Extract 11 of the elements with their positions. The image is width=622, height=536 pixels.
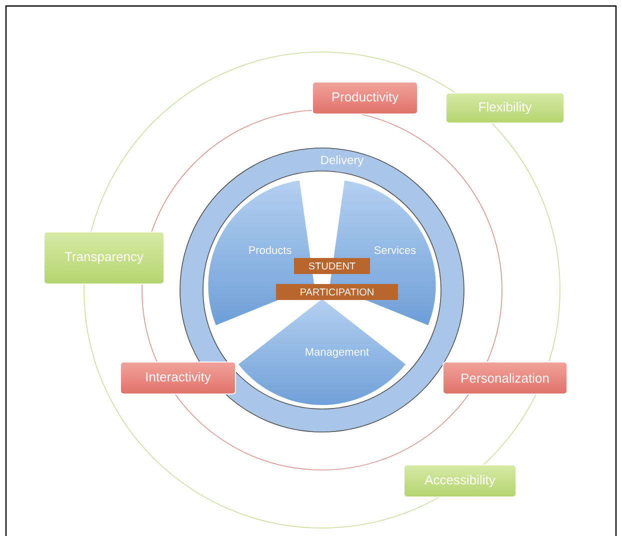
pie-sector: Products [249,246,292,254]
pie-sector: Management [306,348,370,358]
label-box: Interactivity [120,362,236,394]
label-tag: PARTICIPATION [276,284,398,300]
label-box: Personalization [442,362,568,394]
label-box: Accessibility [404,464,516,498]
label-box: Productivity [312,82,418,114]
pie-sector: Services [374,246,416,254]
label-box: Transparency [44,232,164,284]
label-tag: STUDENT [294,258,370,274]
label-box: Flexibility [446,92,564,124]
